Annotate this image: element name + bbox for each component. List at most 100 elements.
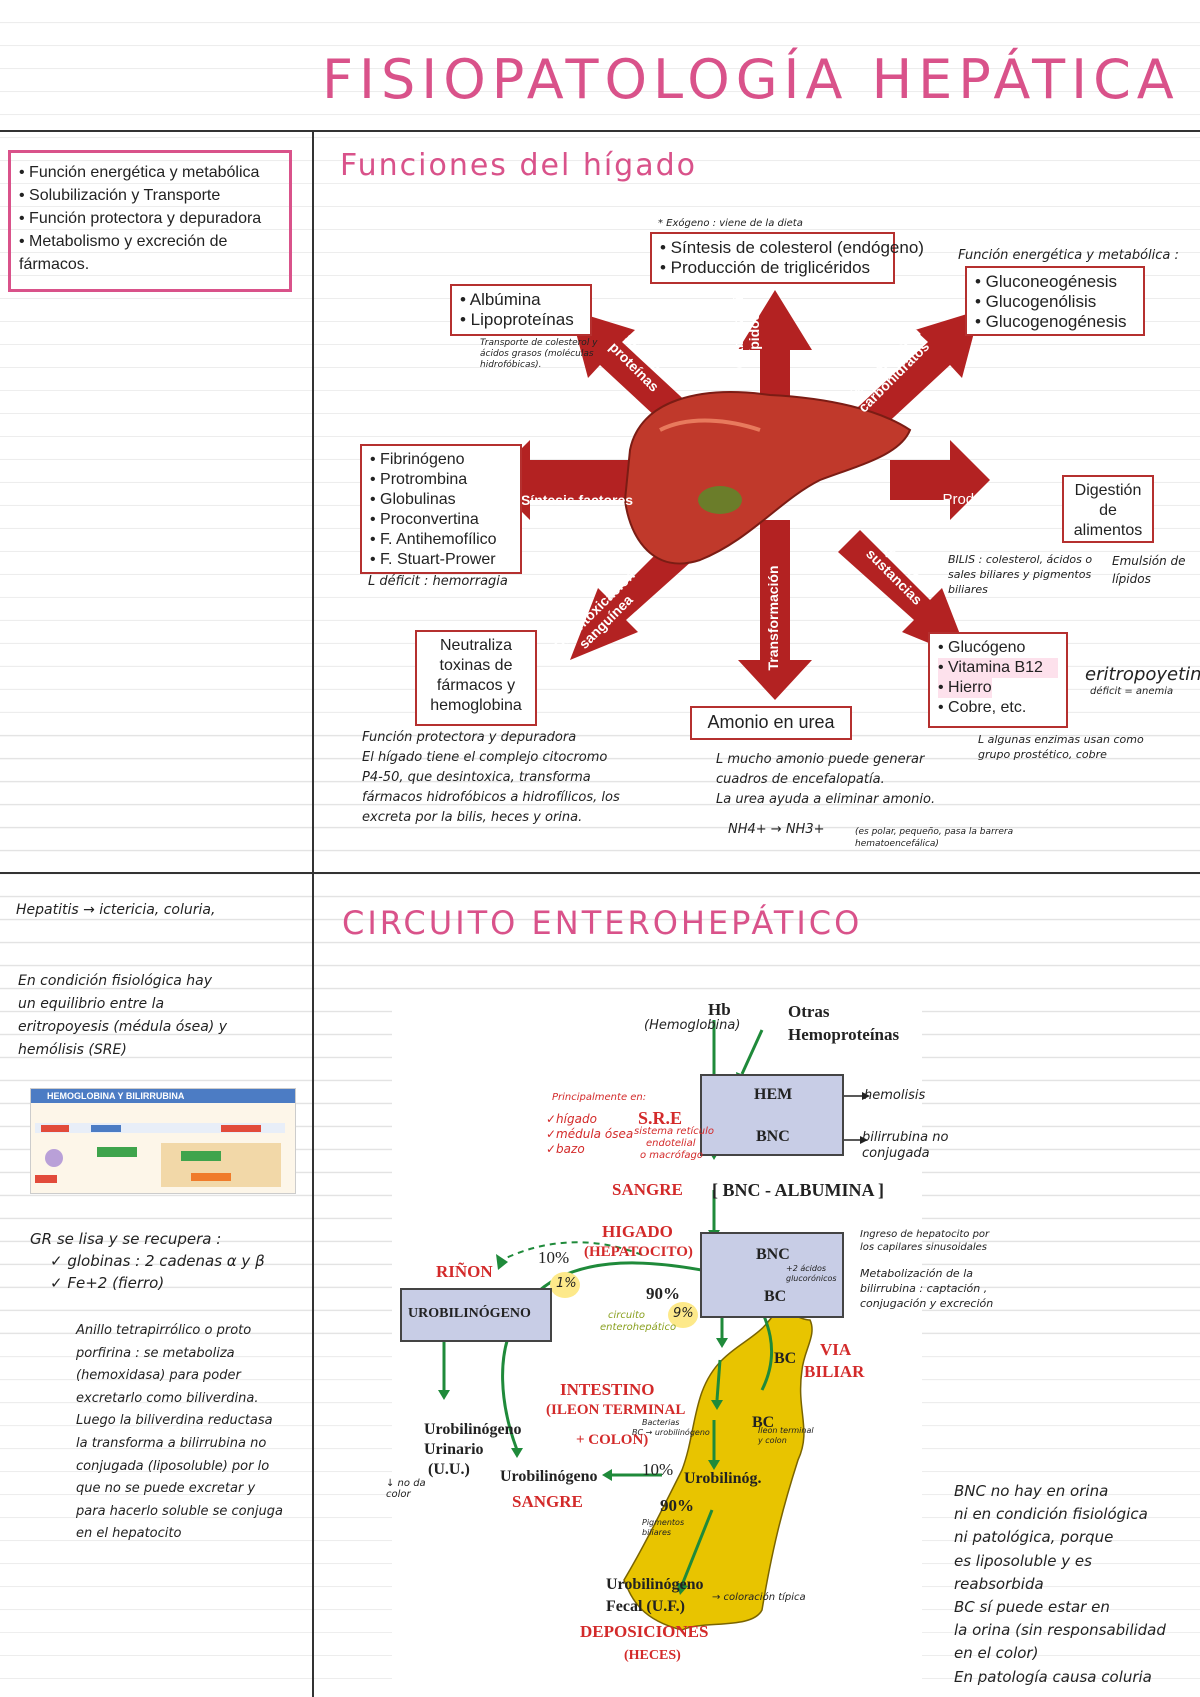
energetica-heading: Función energética y metabólica :: [958, 248, 1179, 263]
hb-note: (Hemoglobina): [644, 1018, 741, 1033]
uro-fecal-label: Urobilinógeno Fecal (U.F.): [606, 1576, 704, 1615]
hb-label: Hb: [708, 1000, 731, 1019]
pct-9-label: 9%: [673, 1306, 694, 1321]
arrow-transformacion: [738, 520, 812, 700]
bnc-albumina-label: [ BNC - ALBUMINA ]: [712, 1180, 885, 1200]
figure-title: HEMOGLOBINA Y BILIRRUBINA: [31, 1089, 295, 1103]
deposiciones-label: DEPOSICIONES: [580, 1622, 709, 1641]
otras-label: Otras Hemoproteínas: [788, 1002, 900, 1044]
arrow-carbohidratos: [858, 310, 980, 430]
bile-duct-shape: [623, 1307, 813, 1631]
enzimas-note: L algunas enzimas usan como grupo prosté…: [978, 733, 1144, 761]
sangre2-label: SANGRE: [512, 1492, 583, 1511]
deficit-note: L déficit : hemorragia: [368, 574, 508, 589]
gr-note: GR se lisa y se recupera : ✓ globinas : …: [30, 1230, 265, 1292]
coloracion-note: → coloración típica: [712, 1592, 806, 1603]
arrow-coagulacion: [490, 440, 660, 520]
higado-label: HIGADO: [602, 1222, 673, 1241]
deposito-box: • Glucógeno • Vitamina B12 • Hierro • Co…: [928, 632, 1068, 728]
page-title: FISIOPATOLOGÍA HEPÁTICA: [322, 48, 1180, 111]
uro-sangre-label: Urobilinógeno: [500, 1468, 598, 1485]
arrow-label-transformacion: Transformación: [765, 565, 781, 671]
sangre-label: SANGRE: [612, 1180, 683, 1199]
margin-divider: [312, 132, 314, 1697]
section-divider: [0, 872, 1200, 874]
proteinas-box: • Albúmina • Lipoproteínas: [450, 284, 592, 336]
sre-label: S.R.E: [638, 1108, 683, 1128]
no-da-color-note: ↓ no da color: [386, 1478, 426, 1500]
ileon-note: Ileon terminal y colon: [758, 1426, 814, 1445]
eritro-deficit: déficit = anemia: [1090, 686, 1174, 697]
anillo-note: Anillo tetrapirrólico o proto porfirina …: [76, 1323, 283, 1542]
hemolisis-label: hemolisis: [864, 1088, 926, 1103]
title-divider: [0, 130, 1200, 132]
liver-arrows: [490, 290, 990, 700]
urobilinog-label: Urobilinóg.: [684, 1470, 762, 1487]
exogeno-note: * Exógeno : viene de la dieta: [658, 218, 803, 229]
bnc-orina-note: BNC no hay en orina ni en condición fisi…: [954, 1482, 1166, 1686]
hem-box: HEM BNC: [700, 1074, 844, 1156]
liver-illustration: [623, 391, 912, 565]
principalmente-label: Principalmente en:: [552, 1092, 647, 1103]
bc3-label: BC: [752, 1414, 775, 1431]
amonio-box: Amonio en urea: [690, 706, 852, 740]
section-heading-funciones: Funciones del hígado: [340, 148, 698, 183]
ingreso-note: Ingreso de hepatocito por los capilares …: [860, 1229, 990, 1253]
arrow-bilis: [890, 440, 990, 520]
pct-9-bubble: [668, 1302, 698, 1328]
pct-1-bubble: [550, 1272, 580, 1298]
sre-note: sistema retículo endotelial o macrófago: [634, 1126, 715, 1161]
urobilinogeno-box: UROBILINÓGENO: [400, 1288, 552, 1342]
hepatocito-box: BNC +2 ácidos glucorónicos BC: [700, 1232, 844, 1318]
heces-label: (HECES): [624, 1648, 681, 1663]
organos-list: ✓hígado ✓médula ósea ✓bazo: [546, 1112, 634, 1156]
arrow-label-lipidos: Metabolización lípidos: [730, 279, 762, 380]
summary-item: • Solubilización y Transporte: [19, 187, 221, 204]
summary-item: fármacos.: [19, 256, 90, 273]
bilis-note: BILIS : colesterol, ácidos o sales bilia…: [948, 553, 1093, 596]
summary-item: • Función energética y metabólica: [19, 164, 260, 181]
arrow-label-coagulacion: Síntesis factores coagulación: [520, 492, 634, 524]
pct-90b-label: 90%: [660, 1496, 694, 1515]
bilirrubina-nc-label: bilirrubina no conjugada: [862, 1130, 949, 1161]
digestion-box: Digestión de alimentos: [1062, 475, 1154, 543]
coagulacion-box: • Fibrinógeno • Protrombina • Globulinas…: [360, 444, 522, 574]
pigmentos-note: Pigmentos biliares: [642, 1518, 685, 1537]
emulsion-note: Emulsión de lípidos: [1112, 554, 1186, 586]
ileon-label: (ILEON TERMINAL: [546, 1402, 686, 1418]
eritro-note: eritropoyetina: [1085, 664, 1200, 685]
bc2-label: BC: [774, 1350, 797, 1367]
biliar-label: BILIAR: [804, 1362, 865, 1381]
carbohidratos-box: • Gluconeogénesis • Glucogenólisis • Glu…: [965, 266, 1145, 336]
proteinas-note: Transporte de colesterol y ácidos grasos…: [480, 338, 598, 370]
equilibrio-note: En condición fisiológica hay un equilibr…: [18, 973, 227, 1058]
summary-item: • Función protectora y depuradora: [19, 210, 262, 227]
metabolizacion-note: Metabolización de la bilirrubina : capta…: [860, 1267, 994, 1310]
section-heading-circuito: CIRCUITO ENTEROHEPÁTICO: [342, 904, 863, 942]
hepatocito-label: (HEPATOCITO): [584, 1244, 693, 1260]
amonio-note: L mucho amonio puede generar cuadros de …: [716, 752, 936, 807]
nh-note: NH4+ → NH3+: [728, 822, 825, 837]
summary-item: • Metabolismo y excreción de: [19, 233, 228, 250]
neutraliza-box: Neutraliza toxinas de fármacos y hemoglo…: [415, 630, 537, 726]
summary-box: • Función energética y metabólica • Solu…: [8, 150, 292, 292]
uro-urinario-label: Urobilinógeno Urinario (U.U.): [424, 1421, 522, 1478]
bacterias-note: Bacterias BC → urobilinógeno: [632, 1418, 710, 1437]
pct-10-label: 10%: [538, 1248, 570, 1267]
rinon-label: RIÑON: [436, 1262, 493, 1281]
protectora-note: Función protectora y depuradora El hígad…: [362, 730, 620, 825]
colon-label: + COLON): [576, 1432, 649, 1448]
pct-90-label: 90%: [646, 1284, 680, 1303]
hepatitis-note: Hepatitis → ictericia, coluria,: [16, 902, 216, 918]
hemoglobina-bilirrubina-figure: HEMOGLOBINA Y BILIRRUBINA: [30, 1088, 296, 1194]
arrow-deposito: [838, 530, 970, 660]
pct-10b-label: 10%: [642, 1460, 674, 1479]
arrow-proteinas: [570, 310, 692, 430]
intestino-label: INTESTINO: [560, 1380, 655, 1399]
lipidos-box: • Síntesis de colesterol (endógeno) • Pr…: [650, 232, 924, 284]
via-label: VIA: [820, 1340, 852, 1359]
pct-1-label: 1%: [556, 1276, 577, 1291]
nh-note-detail: (es polar, pequeño, pasa la barrera hema…: [855, 827, 1014, 849]
arrow-label-bilis: Producción de bilis: [942, 491, 1018, 524]
circuito-note: circuito enterohepático: [600, 1310, 677, 1333]
